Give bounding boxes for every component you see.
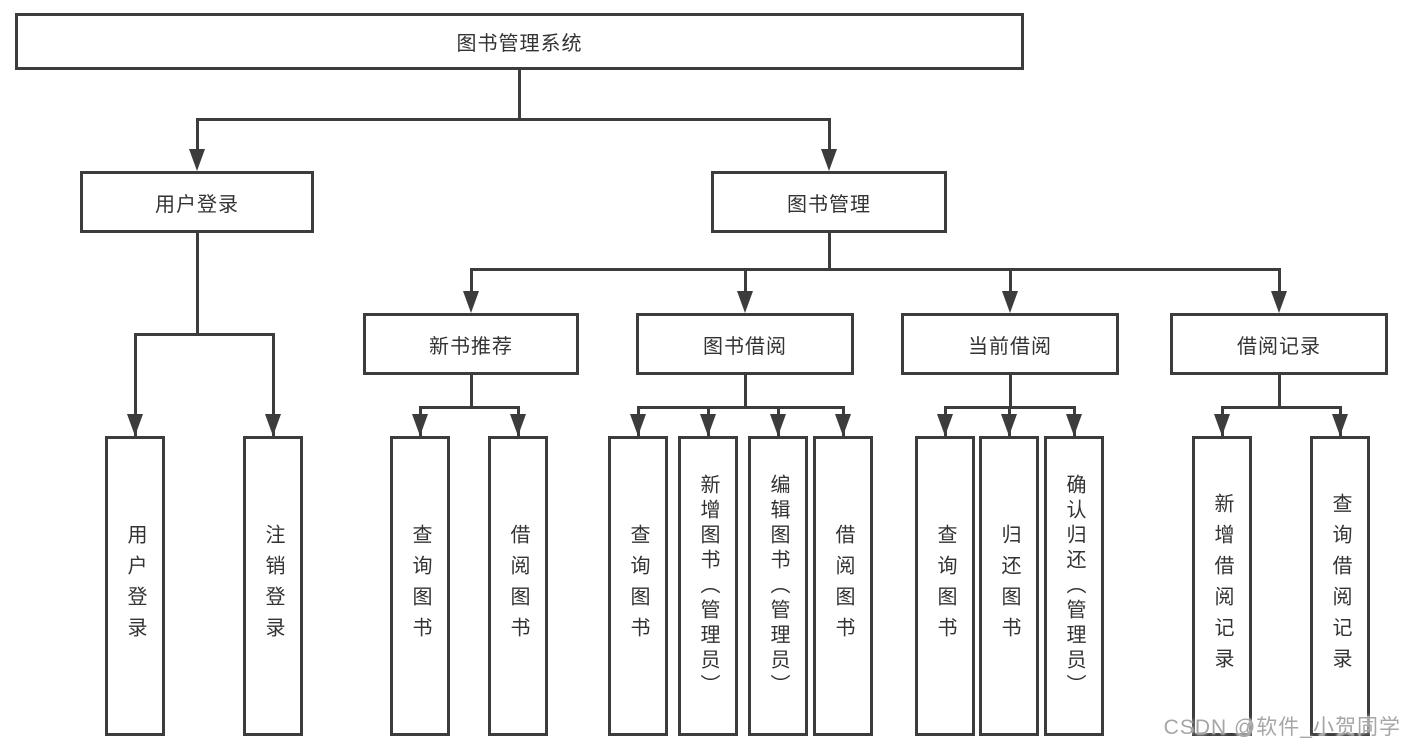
leaf-label: 借阅图书	[832, 524, 854, 648]
arrow-down-icon	[1271, 291, 1287, 313]
leaf-label: 用户登录	[124, 524, 146, 648]
arrow-down-icon	[1214, 414, 1230, 436]
arrow-down-icon	[1002, 291, 1018, 313]
connector-line	[1278, 269, 1281, 295]
connector-line	[637, 406, 845, 409]
leaf-query-book-current: 查询图书	[915, 436, 975, 736]
arrow-down-icon	[835, 414, 851, 436]
connector-line	[419, 406, 520, 409]
leaf-label: 编辑图书（管理员）	[767, 473, 789, 699]
leaf-return-book: 归还图书	[979, 436, 1039, 736]
arrow-down-icon	[189, 149, 205, 171]
leaf-label: 借阅图书	[507, 524, 529, 648]
connector-line	[134, 333, 275, 336]
arrow-down-icon	[265, 414, 281, 436]
leaf-query-book-recommend: 查询图书	[390, 436, 450, 736]
arrow-down-icon	[463, 291, 479, 313]
connector-line	[744, 375, 747, 407]
connector-line	[1221, 406, 1342, 409]
connector-line	[470, 375, 473, 407]
connector-line	[134, 334, 137, 436]
arrow-down-icon	[1066, 414, 1082, 436]
leaf-label: 归还图书	[998, 524, 1020, 648]
arrow-down-icon	[937, 414, 953, 436]
leaf-edit-book-admin: 编辑图书（管理员）	[748, 436, 808, 736]
node-current-borrow: 当前借阅	[901, 313, 1119, 375]
connector-line	[828, 118, 831, 152]
node-borrow-record: 借阅记录	[1170, 313, 1388, 375]
leaf-logout: 注销登录	[243, 436, 303, 736]
connector-line	[1278, 375, 1281, 407]
leaf-label: 查询图书	[934, 524, 956, 648]
arrow-down-icon	[510, 414, 526, 436]
leaf-label: 确认归还（管理员）	[1063, 473, 1085, 699]
connector-line	[744, 269, 747, 295]
connector-line	[470, 268, 1281, 271]
arrow-down-icon	[630, 414, 646, 436]
arrow-down-icon	[700, 414, 716, 436]
connector-line	[272, 334, 275, 436]
connector-line	[196, 118, 831, 121]
leaf-add-book-admin: 新增图书（管理员）	[678, 436, 738, 736]
leaf-borrow-book-recommend: 借阅图书	[488, 436, 548, 736]
arrow-down-icon	[1332, 414, 1348, 436]
leaf-label: 注销登录	[262, 524, 284, 648]
node-new-book-recommend: 新书推荐	[363, 313, 579, 375]
arrow-down-icon	[821, 149, 837, 171]
node-library-management-system: 图书管理系统	[15, 13, 1024, 70]
watermark: CSDN @软件_小贺同学	[1163, 716, 1401, 739]
leaf-label: 查询借阅记录	[1329, 493, 1351, 679]
connector-line	[470, 269, 473, 295]
node-user-login: 用户登录	[80, 171, 314, 233]
leaf-label: 新增借阅记录	[1211, 493, 1233, 679]
arrow-down-icon	[127, 414, 143, 436]
connector-line	[1009, 375, 1012, 407]
connector-line	[196, 233, 199, 334]
node-book-borrow: 图书借阅	[636, 313, 854, 375]
leaf-query-book-borrow: 查询图书	[608, 436, 668, 736]
leaf-label: 新增图书（管理员）	[697, 473, 719, 699]
connector-line	[196, 118, 199, 152]
connector-line	[518, 70, 521, 118]
leaf-confirm-return-admin: 确认归还（管理员）	[1044, 436, 1104, 736]
leaf-add-borrow-record: 新增借阅记录	[1192, 436, 1252, 736]
connector-line	[1009, 269, 1012, 295]
connector-line	[828, 233, 831, 269]
node-book-management: 图书管理	[711, 171, 947, 233]
arrow-down-icon	[737, 291, 753, 313]
arrow-down-icon	[1001, 414, 1017, 436]
leaf-label: 查询图书	[627, 524, 649, 648]
arrow-down-icon	[412, 414, 428, 436]
leaf-query-borrow-record: 查询借阅记录	[1310, 436, 1370, 736]
leaf-user-login: 用户登录	[105, 436, 165, 736]
leaf-label: 查询图书	[409, 524, 431, 648]
arrow-down-icon	[770, 414, 786, 436]
leaf-borrow-book: 借阅图书	[813, 436, 873, 736]
